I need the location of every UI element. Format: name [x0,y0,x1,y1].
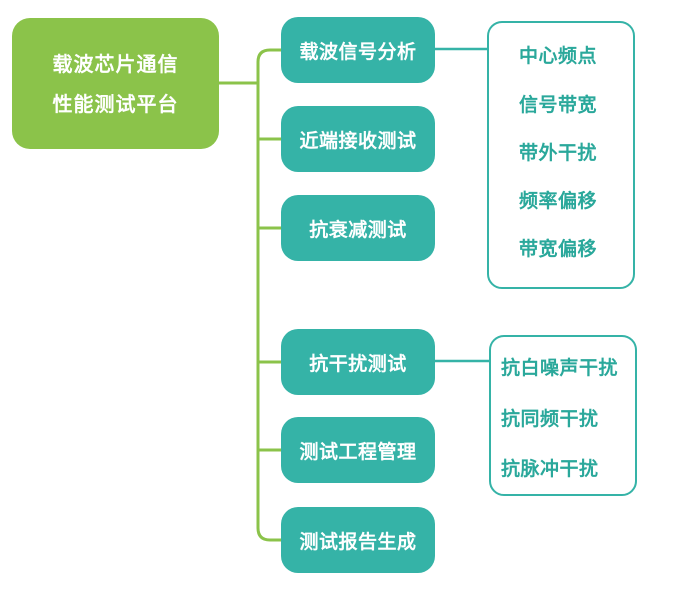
branch-node-anti-attenuation-test[interactable]: 抗衰减测试 [281,195,435,261]
root-title-line2: 性能测试平台 [52,91,179,116]
leaf-group-signal-analysis: 中心频点 信号带宽 带外干扰 频率偏移 带宽偏移 [487,21,635,289]
root-node[interactable]: 载波芯片通信 性能测试平台 [12,18,219,149]
leaf-item[interactable]: 带外干扰 [519,142,598,164]
branch-label: 抗干扰测试 [309,352,407,375]
branch-label: 测试报告生成 [299,530,417,553]
branch-node-carrier-signal-analysis[interactable]: 载波信号分析 [281,17,435,83]
leaf-item[interactable]: 抗白噪声干扰 [501,357,619,379]
leaf-group-anti-interference: 抗白噪声干扰 抗同频干扰 抗脉冲干扰 [489,335,637,496]
branch-node-test-project-management[interactable]: 测试工程管理 [281,417,435,483]
branch-label: 近端接收测试 [299,129,417,152]
leaf-item[interactable]: 抗脉冲干扰 [501,458,599,480]
leaf-item[interactable]: 中心频点 [519,45,598,67]
leaf-item[interactable]: 抗同频干扰 [501,408,599,430]
branch-label: 抗衰减测试 [309,218,407,241]
leaf-item[interactable]: 带宽偏移 [519,238,598,260]
branch-label: 测试工程管理 [299,440,417,463]
branch-node-anti-interference-test[interactable]: 抗干扰测试 [281,329,435,395]
trunk-line [256,48,281,542]
branch-label: 载波信号分析 [299,40,417,63]
leaf-item[interactable]: 频率偏移 [519,190,598,212]
branch-node-test-report-generation[interactable]: 测试报告生成 [281,507,435,573]
leaf-item[interactable]: 信号带宽 [519,94,598,116]
root-title-line1: 载波芯片通信 [52,51,179,76]
branch-node-near-end-receive-test[interactable]: 近端接收测试 [281,106,435,172]
